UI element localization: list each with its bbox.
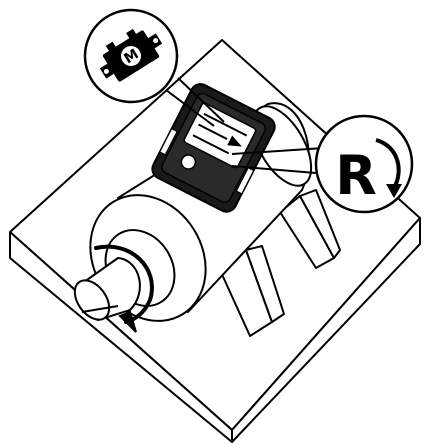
rotation-arrow-icon [94,244,154,333]
callout-leaders [165,77,329,175]
motor-icon: M [99,28,163,82]
rotation-direction-icon: R [314,114,414,214]
phase-rotation-meter-icon [151,83,276,213]
motor-icon-callout: M [83,8,179,104]
rotation-direction-letter: R [335,144,377,207]
motor-shaft [73,257,141,321]
